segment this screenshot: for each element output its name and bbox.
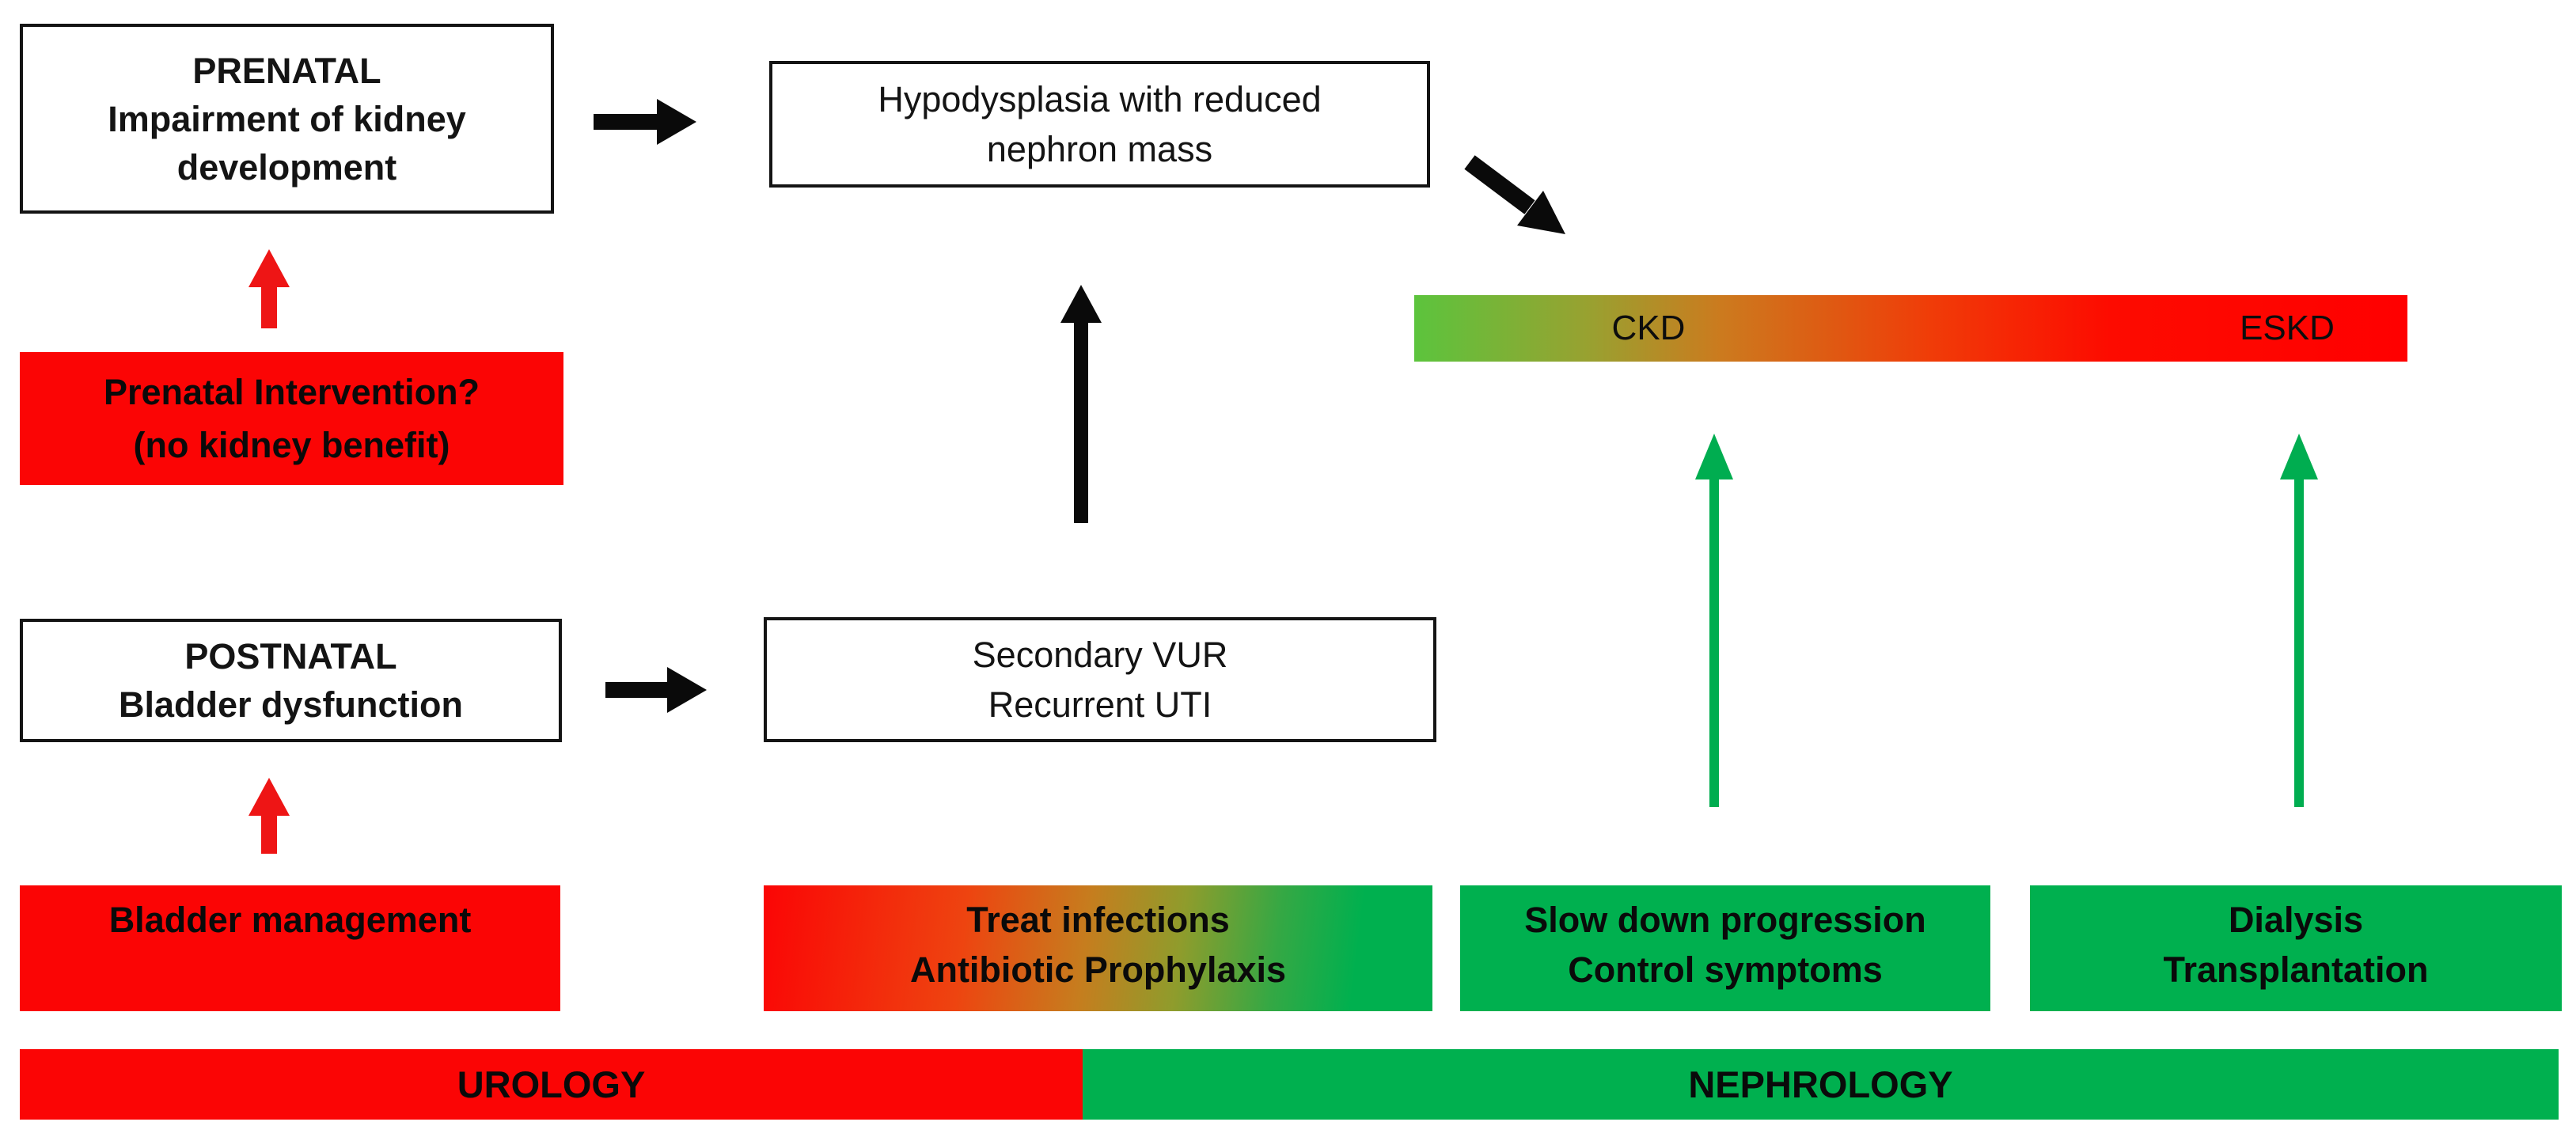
hypodysplasia-box: Hypodysplasia with reduced nephron mass: [769, 61, 1430, 188]
hypodysplasia-line1: Hypodysplasia with reduced: [878, 79, 1322, 119]
postnatal-box-title: POSTNATAL: [184, 636, 397, 677]
postnatal-box: POSTNATAL Bladder dysfunction: [20, 619, 562, 742]
prenatal-intervention-line2: (no kidney benefit): [133, 425, 450, 465]
hypodysplasia-line2: nephron mass: [986, 129, 1213, 169]
prenatal-intervention-box: Prenatal Intervention? (no kidney benefi…: [20, 352, 563, 485]
green-up-arrow-eskd-icon: [2280, 434, 2318, 807]
prenatal-box-title: PRENATAL: [192, 50, 381, 91]
ckd-label: CKD: [1611, 309, 1686, 347]
bladder-management-box: Bladder management: [20, 885, 560, 1011]
secondary-vur-line1: Secondary VUR: [972, 635, 1228, 675]
green-up-arrow-ckd-icon: [1695, 434, 1733, 807]
treat-infections-line2: Antibiotic Prophylaxis: [909, 949, 1287, 990]
arrow-hypodysplasia-to-spectrum-icon: [1464, 155, 1565, 234]
nephrology-bar-segment: NEPHROLOGY: [1083, 1049, 2559, 1120]
urology-label: UROLOGY: [457, 1063, 646, 1105]
prenatal-intervention-line1: Prenatal Intervention?: [103, 372, 480, 412]
arrow-prenatal-to-hypodysplasia-icon: [594, 99, 696, 145]
dialysis-transplantation-box: Dialysis Transplantation: [2030, 885, 2562, 1011]
postnatal-box-subtitle: Bladder dysfunction: [118, 684, 464, 725]
arrow-vur-to-hypodysplasia-icon: [1060, 285, 1102, 523]
secondary-vur-box: Secondary VUR Recurrent UTI: [764, 617, 1436, 742]
prenatal-box: PRENATAL Impairment of kidney developmen…: [20, 24, 554, 214]
dialysis-line2: Transplantation: [2163, 949, 2429, 990]
red-up-arrow-prenatal-icon: [248, 249, 290, 328]
prenatal-box-subtitle: Impairment of kidney development: [108, 98, 466, 188]
slow-progression-line1: Slow down progression: [1524, 900, 1926, 940]
slow-progression-line2: Control symptoms: [1568, 949, 1883, 990]
dialysis-line1: Dialysis: [2228, 900, 2364, 940]
eskd-label: ESKD: [2240, 309, 2335, 347]
secondary-vur-line2: Recurrent UTI: [988, 684, 1212, 725]
slow-progression-box: Slow down progression Control symptoms: [1460, 885, 1990, 1011]
red-up-arrow-postnatal-icon: [248, 778, 290, 854]
arrow-postnatal-to-vur-icon: [605, 667, 707, 713]
ckd-eskd-spectrum-bar: CKD ESKD: [1414, 295, 2407, 362]
treat-infections-box: Treat infections Antibiotic Prophylaxis: [764, 885, 1432, 1011]
nephrology-label: NEPHROLOGY: [1688, 1063, 1953, 1105]
bladder-management-label: Bladder management: [108, 900, 472, 940]
urology-bar-segment: UROLOGY: [20, 1049, 1083, 1120]
treat-infections-line1: Treat infections: [966, 900, 1230, 940]
